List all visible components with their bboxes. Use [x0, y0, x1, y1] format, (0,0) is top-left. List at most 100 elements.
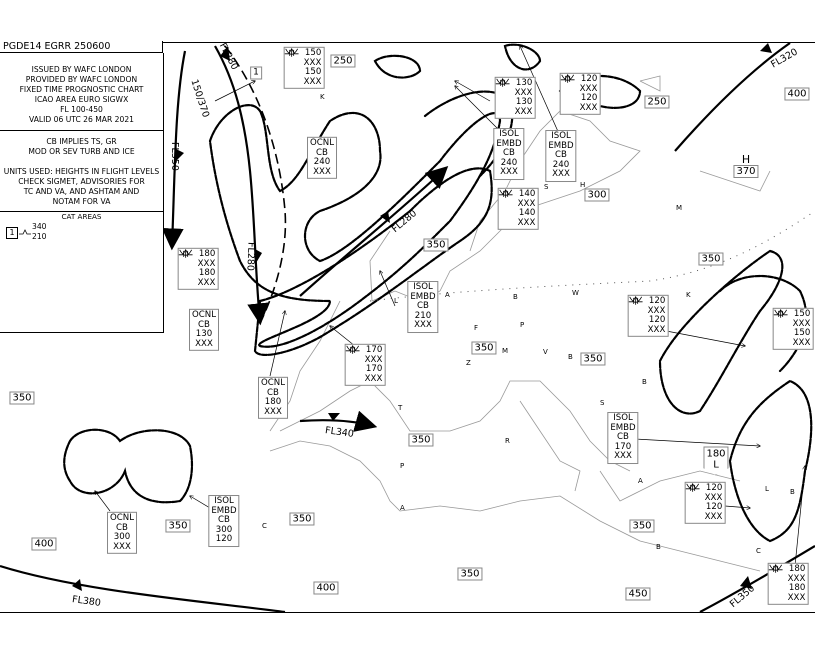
jet-streams: [0, 43, 815, 612]
place-marker: F: [474, 324, 479, 332]
tropopause-height-box: 350: [289, 512, 315, 526]
spacer: [348, 355, 364, 365]
spacer: [688, 513, 704, 523]
ice-base: XXX: [647, 324, 666, 335]
spacer: [563, 84, 579, 94]
turb-base: XXX: [647, 305, 666, 316]
ice-base: XXX: [787, 592, 806, 603]
turb-base: XXX: [514, 87, 533, 98]
jet-stream-fl350-east: [699, 545, 815, 612]
ice-top: 120: [580, 93, 598, 103]
chart-id-header: PGDE14 EGRR 250600: [0, 41, 163, 53]
cb-box-line: XXX: [552, 169, 570, 180]
cb-box-line: XXX: [264, 406, 282, 417]
cb-box-line: 210: [414, 310, 432, 321]
notes: CB IMPLIES TS, GR MOD OR SEV TURB AND IC…: [0, 131, 163, 212]
pressure-level: 180: [706, 448, 726, 460]
ice-base: XXX: [303, 76, 322, 87]
cb-box-line: ISOL: [214, 496, 234, 507]
jet-stream-fl280-uk: [214, 45, 270, 326]
place-marker: L: [394, 297, 398, 305]
tropopause-height-box: 250: [644, 95, 670, 109]
spacer: [498, 108, 514, 118]
cat-area-top: 340: [32, 222, 47, 231]
cb-box-line: EMBD: [211, 505, 237, 516]
turb-top: 180: [788, 563, 806, 574]
note-line: CB IMPLIES TS, GR: [46, 137, 117, 146]
issue-line: FIXED TIME PROGNOSTIC CHART: [19, 85, 144, 94]
icing-icon: [769, 564, 787, 594]
ice-base: XXX: [197, 277, 216, 288]
pressure-type: H: [741, 153, 751, 166]
place-marker: M: [502, 347, 509, 355]
jet-stream-fl280-diag: [299, 165, 449, 297]
jet-stream-fl340: [299, 410, 378, 432]
ice-top: 130: [515, 97, 533, 107]
spacer: [688, 493, 704, 503]
pressure-level: 370: [733, 165, 759, 178]
cat-area-marker: 1: [250, 66, 262, 80]
place-marker: H: [580, 181, 586, 189]
place-marker: R: [505, 437, 510, 445]
legend-panel: ISSUED BY WAFC LONDON PROVIDED BY WAFC L…: [0, 53, 164, 333]
place-marker: L: [765, 485, 769, 493]
icing-icon: [179, 249, 197, 279]
turb-base: XXX: [787, 573, 806, 584]
turb-top: 140: [518, 188, 536, 199]
spacer: [771, 574, 787, 584]
icing-icon: [561, 74, 579, 104]
tropopause-height-box: 450: [625, 587, 651, 601]
tropopause-height-box: 350: [698, 252, 724, 266]
note-line: [0, 157, 163, 167]
ice-base: XXX: [704, 511, 723, 522]
turb-base: XXX: [579, 83, 598, 94]
tropopause-height-box: 350: [471, 341, 497, 355]
turb-top: 120: [648, 295, 666, 306]
tropopause-height-box: 350: [457, 567, 483, 581]
cb-box-line: XXX: [113, 541, 131, 552]
cb-box-line: CB: [218, 515, 230, 526]
cb-box-line: OCNL: [110, 512, 134, 523]
cb-area-atlantic: [63, 428, 194, 504]
issue-line: VALID 06 UTC 26 MAR 2021: [28, 115, 135, 124]
place-marker: B: [568, 353, 573, 361]
cb-box-line: ISOL: [551, 131, 571, 142]
turb-base: XXX: [704, 492, 723, 503]
icing-icon: [629, 296, 647, 326]
cb-box-line: XXX: [414, 320, 432, 331]
cb-box-line: EMBD: [610, 422, 636, 433]
ice-top: 150: [793, 328, 811, 338]
cb-box-line: XXX: [500, 167, 518, 178]
cb-box-line: CB: [198, 319, 210, 330]
place-marker: K: [320, 93, 325, 101]
cb-area-norway: [253, 167, 493, 356]
place-marker: A: [445, 291, 450, 299]
spacer: [287, 58, 303, 68]
note-line: NOTAM FOR VA: [52, 197, 111, 206]
cb-box-line: OCNL: [261, 377, 285, 388]
tropopause-height-box: 400: [313, 581, 339, 595]
icing-icon: [496, 78, 514, 108]
cb-box-line: CB: [617, 432, 629, 443]
turb-base: XXX: [303, 57, 322, 68]
place-marker: S: [600, 399, 605, 407]
cat-area-base: 210: [32, 232, 47, 241]
issue-line: PROVIDED BY WAFC LONDON: [25, 75, 138, 84]
place-marker: P: [400, 462, 405, 470]
turb-base: XXX: [364, 354, 383, 365]
cb-box-line: 120: [215, 534, 233, 545]
tropopause-height-box: 400: [31, 537, 57, 551]
